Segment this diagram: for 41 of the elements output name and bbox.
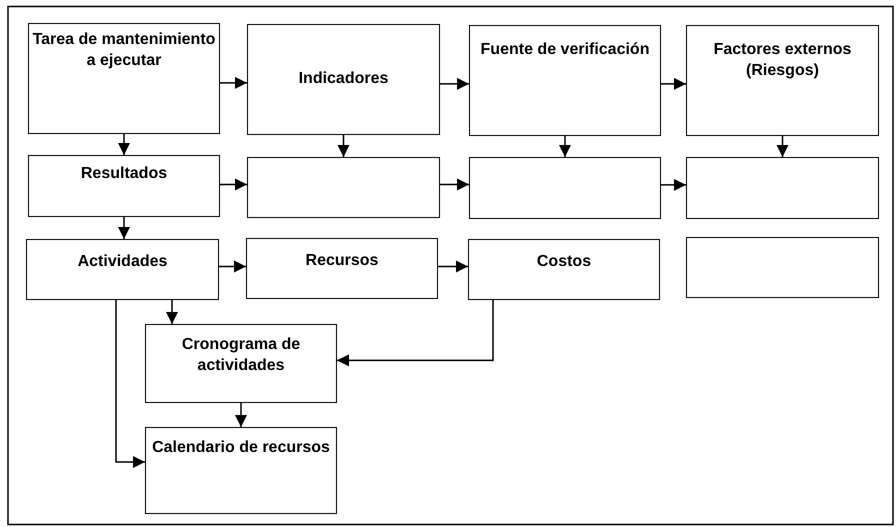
arrow <box>438 260 468 272</box>
process-box <box>26 239 219 300</box>
empty-box <box>686 237 879 298</box>
process-box <box>28 155 220 217</box>
empty-box <box>247 157 440 218</box>
box-label: Cronograma de actividades <box>180 335 302 376</box>
arrow <box>440 78 469 90</box>
box-label: Resultados <box>80 164 168 184</box>
arrow <box>220 76 247 89</box>
process-box <box>247 24 440 135</box>
arrow <box>166 300 178 324</box>
box-label: Calendario de recursos <box>152 438 330 458</box>
arrow <box>661 178 686 191</box>
empty-box <box>686 157 879 219</box>
box-label: Indicadores <box>298 69 388 90</box>
process-box <box>145 427 337 514</box>
box-label: Costos <box>536 252 592 272</box>
arrow <box>220 178 247 190</box>
arrow <box>219 260 246 272</box>
arrow <box>337 300 494 366</box>
box-label: Tarea de mantenimiento a ejecutar <box>32 30 216 71</box>
arrow <box>440 178 469 190</box>
arrow <box>118 217 130 239</box>
arrow <box>115 300 145 468</box>
arrow <box>235 403 247 427</box>
process-box <box>28 23 220 134</box>
arrow <box>118 134 130 155</box>
arrow <box>776 136 788 157</box>
process-box <box>145 324 337 403</box>
box-label: Fuente de verificación <box>480 40 650 60</box>
box-label: Recursos <box>306 251 378 271</box>
arrow <box>661 78 686 90</box>
process-box <box>469 25 661 136</box>
process-box <box>246 238 438 299</box>
empty-box <box>469 157 661 219</box>
arrow <box>559 136 571 157</box>
arrow <box>338 135 350 157</box>
process-box <box>468 239 660 300</box>
process-box <box>686 25 879 136</box>
box-label: Actividades <box>78 252 168 272</box>
box-label: Factores externos (Riesgos) <box>712 40 852 81</box>
